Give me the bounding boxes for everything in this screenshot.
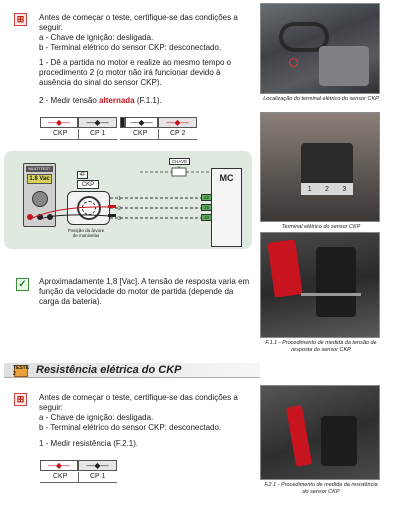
strip-bar: —◆— —◆—: [40, 117, 117, 128]
ignition-switch-icon: [171, 167, 187, 177]
connector-pin-1: 1: [307, 185, 312, 193]
strip-left-label1: CKP: [53, 130, 68, 137]
section2-cond-a: a - Chave de ignição: desligada.: [39, 413, 154, 422]
connector-pin-2: 2: [325, 185, 329, 193]
connection-strip-section2: —◆— —◆— CKP CP 1: [40, 460, 117, 484]
section1-step2: 2 - Medir tensão alternada (F.1.1).: [39, 96, 249, 106]
meter-jack-red: [27, 214, 33, 220]
step2-highlight: alternada: [99, 96, 135, 105]
check-icon: ✓: [16, 278, 29, 291]
mc-module: MC: [211, 168, 242, 247]
section1-cond-b: b - Terminal elétrico do sensor CKP: des…: [39, 43, 222, 52]
crankshaft-wheel-icon: [77, 196, 101, 220]
strip-left-label2: CP 1: [90, 130, 106, 137]
ckp-pin-3: 3: [118, 216, 121, 222]
ckp-code-label: 4F: [77, 171, 88, 179]
meter-jack-black: [37, 214, 43, 220]
strip-bar: —◆— —◆—: [120, 117, 197, 128]
wiring-lines: [29, 166, 211, 220]
meter-brand: MULTITEST: [26, 166, 53, 172]
photo-engine-bay: [260, 3, 380, 94]
caption-4: F.2.1 - Procedimento de medida da resist…: [264, 482, 378, 495]
meter-display: 1.8 Vac: [27, 174, 52, 184]
photo-connector: 1 2 3: [260, 112, 380, 222]
probe-red-cell: —◆—: [158, 117, 197, 128]
chave-label: CHAVE: [169, 158, 190, 165]
section2-intro: Antes de começar o teste, certifique-se …: [39, 393, 238, 412]
connector-pin-3: 3: [342, 185, 347, 193]
ckp-label: CKP: [77, 180, 99, 189]
strip-s2-label2: CP 1: [90, 473, 106, 480]
section2-title: Resistência elétrica do CKP: [36, 364, 182, 376]
strip-bar: —◆— —◆—: [40, 460, 117, 471]
ckp-pin-1: 1: [118, 196, 121, 202]
meter-icon: ⊞: [14, 13, 27, 26]
section1-step1: 1 - Dê a partida no motor e realize ao m…: [39, 58, 232, 87]
crankshaft-position-note: Posição da árvore de manivelas: [67, 228, 105, 238]
probe-black-cell: —◆—: [78, 117, 117, 128]
probe-black-cell: —◆—: [78, 460, 117, 471]
connection-strip-left: —◆— —◆— CKP CP 1: [40, 117, 117, 141]
caption-3: F.1.1 - Procedimento de medida da tensão…: [265, 340, 377, 353]
strip-right-label1: CKP: [133, 130, 148, 137]
strip-right-label2: CP 2: [170, 130, 186, 137]
photo-resistance-measure: [260, 385, 380, 480]
result-text: Aproximadamente 1,8 [Vac]. A tensão de r…: [39, 277, 250, 306]
test-badge: TESTE 2: [12, 365, 30, 377]
photo-voltage-measure: [260, 232, 380, 338]
step2-suffix: (F.1.1).: [136, 96, 162, 105]
section1-cond-a: a - Chave de ignição: desligada.: [39, 33, 154, 42]
meter-icon: ⊞: [14, 393, 27, 406]
connection-strip-right: —◆— —◆— CKP CP 2: [120, 117, 197, 141]
probe-black-cell: —◆—: [125, 117, 158, 128]
section2-header-bar: [4, 363, 260, 378]
strip-s2-label1: CKP: [53, 473, 68, 480]
caption-2: Terminal elétrico do sensor CKP: [281, 224, 361, 230]
section1-intro: Antes de começar o teste, certifique-se …: [39, 13, 238, 32]
probe-red-cell: —◆—: [40, 460, 78, 471]
probe-red-cell: —◆—: [40, 117, 78, 128]
step2-prefix: 2 - Medir tensão: [39, 96, 97, 105]
section2-cond-b: b - Terminal elétrico do sensor CKP: des…: [39, 423, 222, 432]
meter-dial: [32, 191, 48, 207]
ckp-pin-2: 2: [118, 206, 121, 212]
section2-step1: 1 - Medir resistência (F.2.1).: [39, 439, 139, 448]
caption-1: Localização do terminal elétrico do sens…: [263, 96, 379, 102]
